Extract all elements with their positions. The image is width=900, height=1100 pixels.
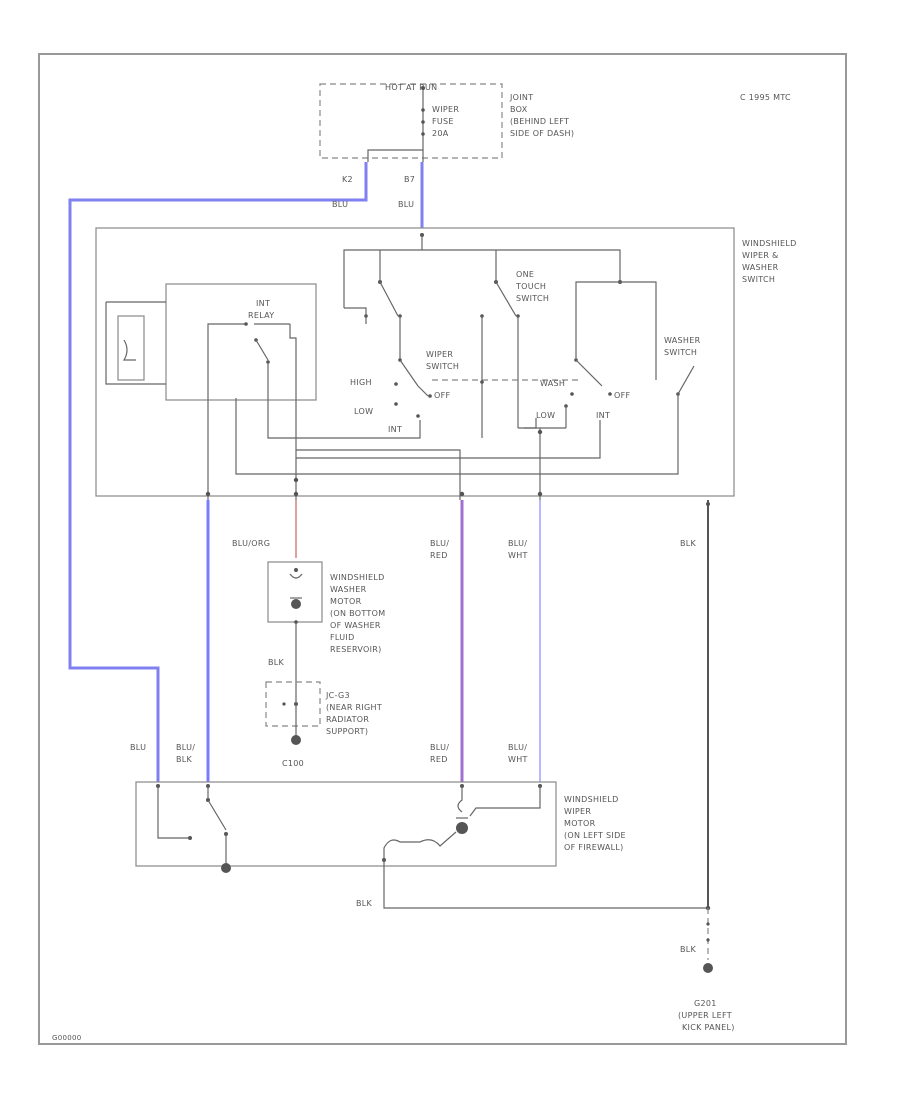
wiper-motor-label-5: OF FIREWALL) [564,843,624,852]
wire-label-blu-wht-motor-1: BLU/ [508,743,527,752]
wiper-motor-label-3: MOTOR [564,819,596,828]
ground-mid-label-3: RADIATOR [326,715,369,724]
washer-motor: WINDSHIELD WASHER MOTOR (ON BOTTOM OF WA… [267,561,385,684]
joint-box-label-2: BOX [510,105,528,114]
wiper-motor-label-2: WIPER [564,807,591,816]
washer-switch-label-2: SWITCH [664,348,697,357]
ground-mid-label-1: JC-G3 [325,691,350,700]
wire-label-blu-red-motor-1: BLU/ [430,743,449,752]
int-relay-label-1: INT [256,299,270,308]
figure-id: G00000 [52,1034,82,1042]
joint-box-label-1: JOINT [509,93,533,102]
ground-bottom-label-2: (UPPER LEFT [678,1011,732,1020]
washer-motor-label-7: RESERVOIR) [330,645,382,654]
wiper-motor-box [135,781,557,867]
fuse-label-3: 20A [432,129,449,138]
ground-bottom-label-1: G201 [694,999,717,1008]
one-touch-label-1: ONE [516,270,534,279]
washer-motor-label-5: OF WASHER [330,621,381,630]
joint-box-label-3: (BEHIND LEFT [510,117,569,126]
washer-motor-label-4: (ON BOTTOM [330,609,385,618]
connector-c100: C100 [282,759,304,768]
wire-label-blu-wht-1: BLU/ [508,539,527,548]
ground-g201: BLK G201 (UPPER LEFT KICK PANEL) [678,905,735,1032]
wire-label-blu-motor: BLU [130,743,146,752]
wire-label-blu-wht-motor-2: WHT [508,755,528,764]
wire-label-blu-blk-2: BLK [176,755,193,764]
wire-label-blk: BLK [680,539,697,548]
wire-label-blu-wht-2: WHT [508,551,528,560]
ground-mid-label-2: (NEAR RIGHT [326,703,382,712]
fuse-pin-k2: K2 [342,175,353,184]
fuse-label-2: FUSE [432,117,454,126]
washer-motor-label-2: WASHER [330,585,367,594]
wiper-switch-label-1: WIPER [426,350,453,359]
wiper-switch-label-2: SWITCH [426,362,459,371]
one-touch-label-3: SWITCH [516,294,549,303]
fuse-label-1: WIPER [432,105,459,114]
switch-title-4: SWITCH [742,275,775,284]
pos-high: HIGH [350,378,372,387]
pos-int2: INT [596,411,610,420]
wire-label-blu-red-1: BLU/ [430,539,449,548]
fuse-pin-b7: B7 [404,175,415,184]
fuse-hot-label: HOT AT RUN [385,83,437,92]
fuse-wire-label-right: BLU [398,200,414,209]
one-touch-label-2: TOUCH [515,282,546,291]
wire-label-blu-blk-1: BLU/ [176,743,195,752]
ground-jc-g3-box [265,681,321,727]
fuse-wire-label-left: BLU [332,200,348,209]
copyright-label: C 1995 MTC [740,93,791,102]
wire-label-blk-ground: BLK [680,945,697,954]
wiper-washer-switch: WINDSHIELD WIPER & WASHER SWITCH ONE TOU… [95,227,797,500]
ground-jc-g3: JC-G3 (NEAR RIGHT RADIATOR SUPPORT) C100 [265,681,382,768]
joint-box-outline [319,83,503,159]
switch-title-1: WINDSHIELD [742,239,797,248]
wire-label-blk-2: BLK [268,658,285,667]
pos-low2: LOW [536,411,555,420]
pos-low: LOW [354,407,373,416]
switch-title-2: WIPER & [742,251,779,260]
wire-label-blu-red-motor-2: RED [430,755,448,764]
wiper-motor-label-1: WINDSHIELD [564,795,619,804]
pos-off2: OFF [614,391,630,400]
wiper-motor-label-4: (ON LEFT SIDE [564,831,626,840]
ground-mid-label-4: SUPPORT) [326,727,368,736]
wire-label-blu-red-2: RED [430,551,448,560]
pos-off: OFF [434,391,450,400]
ground-bottom-label-3: KICK PANEL) [682,1023,735,1032]
washer-motor-label-6: FLUID [330,633,355,642]
joint-box-label-4: SIDE OF DASH) [510,129,574,138]
int-relay-label-2: RELAY [248,311,275,320]
wire-label-blk-bottom: BLK [356,899,373,908]
pos-int: INT [388,425,402,434]
wire-label-blu-org: BLU/ORG [232,539,270,548]
wiper-motor: WINDSHIELD WIPER MOTOR (ON LEFT SIDE OF … [135,781,708,909]
washer-motor-label-1: WINDSHIELD [330,573,385,582]
int-relay-box [165,283,317,401]
blu-wire-to-wiper-motor [68,162,368,782]
switch-box-outline [95,227,735,497]
switch-title-3: WASHER [742,263,779,272]
pos-wash: WASH [540,379,565,388]
washer-motor-label-3: MOTOR [330,597,362,606]
washer-switch-label-1: WASHER [664,336,701,345]
diagram-frame [38,53,847,1045]
joint-box: HOT AT RUN WIPER FUSE 20A JOINT BOX (BEH… [319,83,574,184]
